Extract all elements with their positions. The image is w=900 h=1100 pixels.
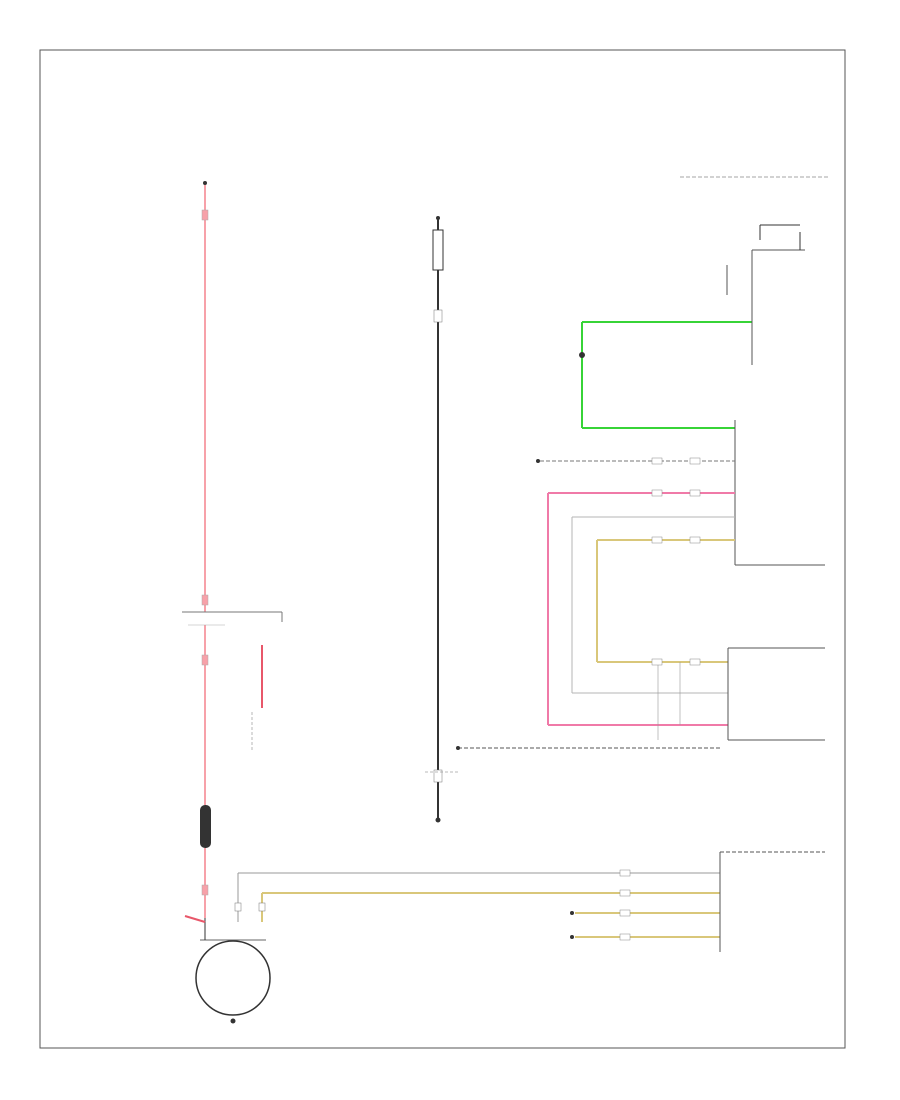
top-terminal	[203, 181, 207, 185]
wire-marker-2	[201, 594, 209, 606]
green-circuit	[579, 321, 752, 429]
connector-markers	[619, 457, 701, 941]
wire-marker-4	[201, 884, 209, 896]
diagram-border	[39, 49, 846, 1049]
control-module-top	[680, 176, 830, 365]
ground-icon	[435, 817, 441, 823]
wire-marker-3	[201, 654, 209, 666]
generator-icon	[184, 915, 271, 1024]
current-sensor-module	[657, 647, 825, 741]
generator-signal-wires	[234, 872, 720, 939]
battery-cable	[425, 216, 720, 823]
engine-module-bracket	[719, 851, 825, 952]
main-power-feed	[182, 181, 283, 918]
pink-circuit	[547, 492, 735, 726]
gray-circuit	[571, 516, 735, 694]
fuse-link-icon	[200, 805, 211, 848]
wire-marker-1	[201, 209, 209, 221]
yellow-circuit	[596, 539, 735, 663]
